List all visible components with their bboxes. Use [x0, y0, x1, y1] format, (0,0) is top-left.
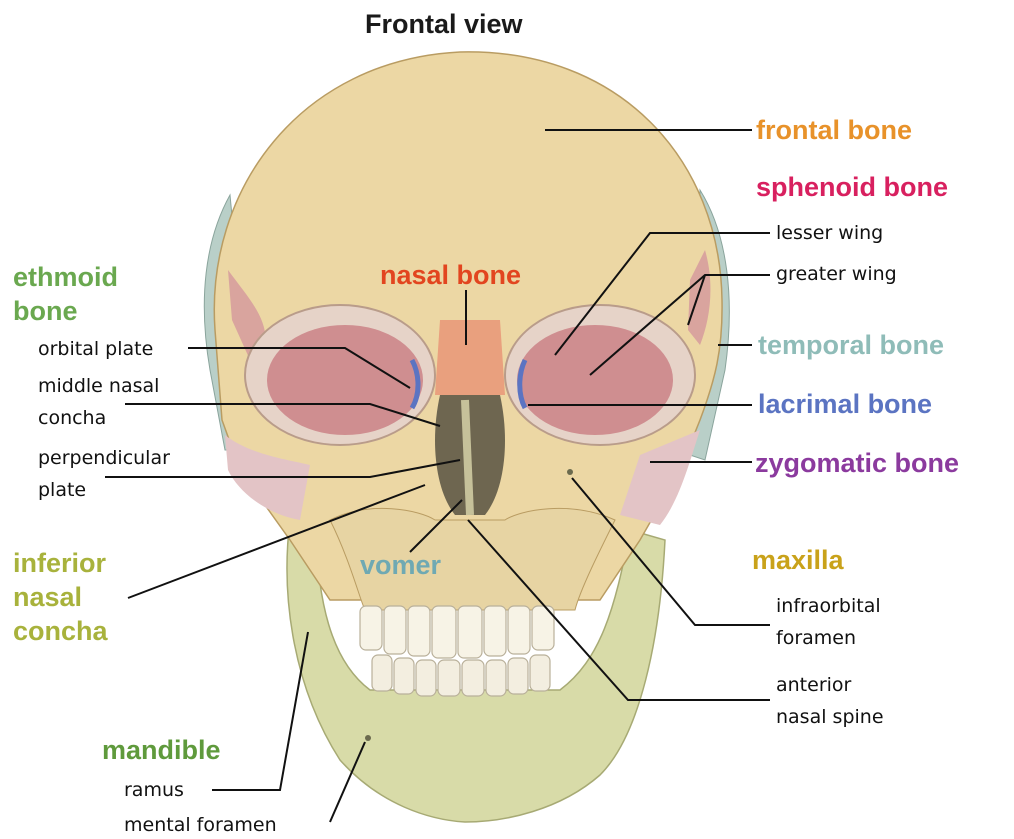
label-perpendicular-2: plate — [38, 476, 86, 504]
upper-teeth — [360, 606, 554, 658]
label-vomer: vomer — [360, 548, 441, 582]
label-infraorbital-2: foramen — [776, 624, 856, 652]
leader-ramus — [212, 632, 308, 790]
label-sphenoid-bone: sphenoid bone — [756, 170, 948, 204]
label-inferior-concha-3: concha — [13, 614, 108, 648]
infraorbital-foramen-dot — [567, 469, 573, 475]
label-anterior-nasal-1: anterior — [776, 671, 851, 699]
label-lesser-wing: lesser wing — [776, 219, 883, 247]
label-maxilla: maxilla — [752, 543, 844, 577]
label-orbital-plate: orbital plate — [38, 335, 153, 363]
label-zygomatic-bone: zygomatic bone — [755, 446, 959, 480]
label-mandible: mandible — [102, 733, 221, 767]
label-perpendicular-1: perpendicular — [38, 444, 170, 472]
label-infraorbital-1: infraorbital — [776, 592, 881, 620]
orbit-left-inner — [267, 325, 423, 435]
label-middle-nasal-2: concha — [38, 404, 106, 432]
label-ramus: ramus — [124, 776, 184, 804]
orbit-right-inner — [517, 325, 673, 435]
label-lacrimal-bone: lacrimal bone — [758, 387, 932, 421]
label-ethmoid-1: ethmoid — [13, 260, 118, 294]
label-ethmoid-2: bone — [13, 294, 78, 328]
label-nasal-bone: nasal bone — [380, 258, 521, 292]
mental-foramen-dot — [365, 735, 371, 741]
label-inferior-concha-2: nasal — [13, 580, 82, 614]
label-greater-wing: greater wing — [776, 260, 897, 288]
diagram-title: Frontal view — [365, 9, 523, 40]
label-anterior-nasal-2: nasal spine — [776, 703, 884, 731]
label-mental-foramen: mental foramen — [124, 811, 277, 839]
label-middle-nasal-1: middle nasal — [38, 372, 159, 400]
nasal-bone-shape — [435, 320, 505, 395]
label-temporal-bone: temporal bone — [758, 328, 944, 362]
vomer-septum — [465, 400, 470, 515]
label-frontal-bone: frontal bone — [756, 113, 912, 147]
label-inferior-concha-1: inferior — [13, 546, 106, 580]
